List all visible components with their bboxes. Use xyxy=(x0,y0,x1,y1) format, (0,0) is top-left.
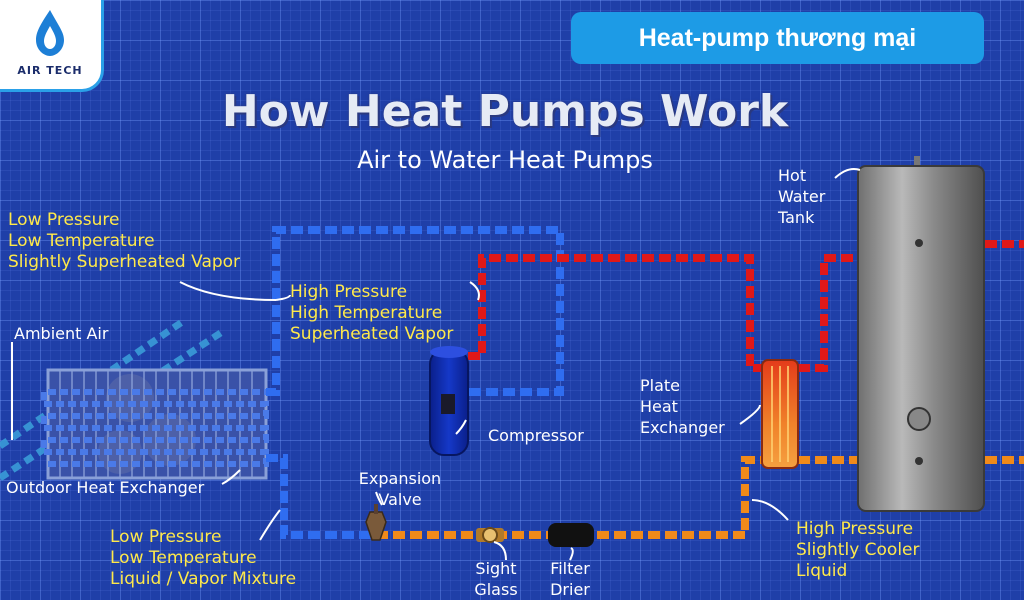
outdoor-heat-exchanger xyxy=(41,368,272,480)
sight-glass-label: Sight Glass xyxy=(474,559,518,599)
hot-water-pipe xyxy=(798,240,1024,372)
ambient-air-label: Ambient Air xyxy=(14,324,109,343)
liquid-pipe xyxy=(376,456,1024,539)
logo[interactable] xyxy=(0,0,104,92)
low-mix-label: Low Pressure Low Temperature Liquid / Va… xyxy=(110,527,297,589)
compressor xyxy=(429,346,469,456)
sight-glass xyxy=(476,527,504,543)
compressor-label: Compressor xyxy=(488,426,584,445)
hot-water-tank xyxy=(857,156,985,512)
diagram-title: How Heat Pumps Work xyxy=(221,86,789,137)
logo-text: AIR TECH xyxy=(17,64,83,77)
filter-drier-label: Filter Drier xyxy=(550,559,590,599)
expansion-valve-label: Expansion Valve xyxy=(358,469,442,509)
callout-lines xyxy=(11,168,861,561)
hot-water-tank-label: Hot Water Tank xyxy=(778,166,826,227)
plate-exchanger-label: Plate Heat Exchanger xyxy=(640,376,725,437)
header-badge: Heat-pump thương mại xyxy=(571,12,984,64)
drop-flame-icon xyxy=(36,10,64,56)
low-pressure-vapor-pipe xyxy=(266,226,564,396)
plate-heat-exchanger xyxy=(761,359,799,469)
outdoor-exchanger-label: Outdoor Heat Exchanger xyxy=(6,478,205,497)
high-pressure-vapor-pipe xyxy=(468,254,770,372)
high-vapor-label: High Pressure High Temperature Superheat… xyxy=(290,282,454,344)
high-cool-liquid-label: High Pressure Slightly Cooler Liquid xyxy=(796,519,920,581)
filter-drier xyxy=(548,523,594,547)
expansion-valve xyxy=(365,504,387,541)
low-pressure-mix-pipe xyxy=(266,454,376,539)
low-vapor-label: Low Pressure Low Temperature Slightly Su… xyxy=(8,210,241,272)
diagram-subtitle: Air to Water Heat Pumps xyxy=(357,146,653,174)
